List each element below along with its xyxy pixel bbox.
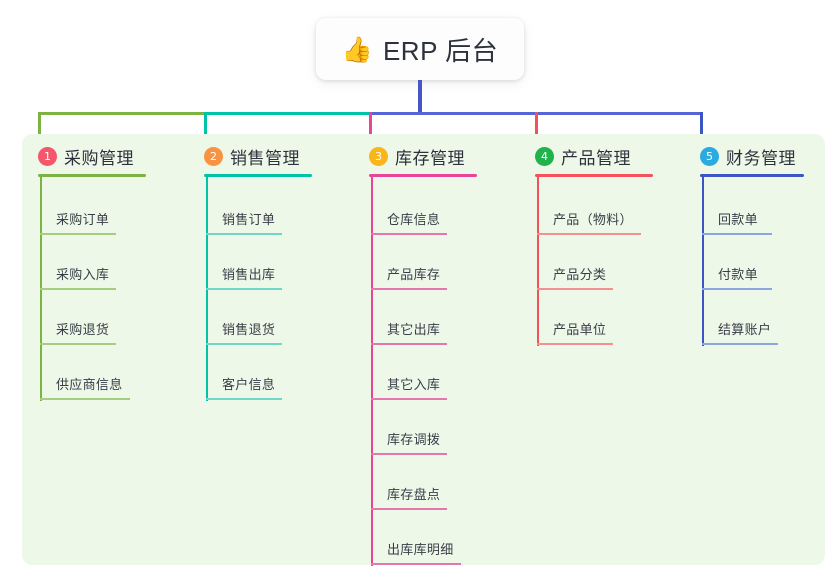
bus-segment-2	[204, 112, 371, 115]
leaf-item[interactable]: 出库库明细	[371, 510, 461, 565]
leaf-item[interactable]: 库存盘点	[371, 455, 447, 510]
leaf-item[interactable]: 回款单	[702, 180, 772, 235]
branch-title: 财务管理	[726, 149, 796, 168]
leaf-item-underline	[40, 288, 116, 290]
branch-header-4[interactable]: 4 产品管理	[535, 144, 631, 169]
branch-spine	[702, 177, 704, 346]
leaf-item-label: 库存调拨	[387, 432, 441, 447]
root-stem-line	[418, 80, 422, 115]
leaf-item[interactable]: 产品单位	[537, 290, 613, 345]
branch-header-2[interactable]: 2 销售管理	[204, 144, 300, 169]
leaf-item[interactable]: 其它入库	[371, 345, 447, 400]
leaf-item-label: 销售出库	[222, 267, 276, 282]
branches-panel: 1 采购管理采购订单采购入库采购退货供应商信息 2 销售管理销售订单销售出库销售退货客…	[22, 134, 825, 566]
bus-segment-1	[38, 112, 206, 115]
leaf-item-underline	[371, 453, 447, 455]
leaf-item-underline	[371, 233, 447, 235]
drop-line-5	[700, 112, 703, 142]
leaf-item-label: 出库库明细	[387, 542, 454, 557]
leaf-item-underline	[206, 288, 282, 290]
leaf-item[interactable]: 采购订单	[40, 180, 116, 235]
leaf-item[interactable]: 其它出库	[371, 290, 447, 345]
leaf-item-underline	[371, 398, 447, 400]
leaf-item-label: 产品库存	[387, 267, 441, 282]
branch-number-badge: 1	[38, 147, 57, 166]
leaf-item-underline	[537, 343, 613, 345]
leaf-item-label: 库存盘点	[387, 487, 441, 502]
branch-number-badge: 4	[535, 147, 554, 166]
leaf-item-label: 其它入库	[387, 377, 441, 392]
leaf-item[interactable]: 采购退货	[40, 290, 116, 345]
leaf-item[interactable]: 销售出库	[206, 235, 282, 290]
branch-number-badge: 3	[369, 147, 388, 166]
leaf-item-label: 仓库信息	[387, 212, 441, 227]
branch-underline	[369, 174, 477, 177]
leaf-item[interactable]: 产品（物料）	[537, 180, 641, 235]
leaf-item-underline	[371, 288, 447, 290]
leaf-item-underline	[371, 563, 461, 565]
branch-title: 采购管理	[64, 149, 134, 168]
leaf-item[interactable]: 采购入库	[40, 235, 116, 290]
leaf-item-label: 回款单	[718, 212, 758, 227]
leaf-item[interactable]: 产品分类	[537, 235, 613, 290]
branch-header-5[interactable]: 5 财务管理	[700, 144, 796, 169]
leaf-item-label: 销售订单	[222, 212, 276, 227]
leaf-item-label: 客户信息	[222, 377, 276, 392]
leaf-item[interactable]: 销售订单	[206, 180, 282, 235]
leaf-item-label: 采购入库	[56, 267, 110, 282]
branch-title: 库存管理	[395, 149, 465, 168]
leaf-item[interactable]: 结算账户	[702, 290, 778, 345]
branch-number-badge: 5	[700, 147, 719, 166]
branch-spine	[537, 177, 539, 346]
leaf-item-label: 销售退货	[222, 322, 276, 337]
thumbs-up-icon: 👍	[341, 34, 373, 64]
drop-line-3	[369, 112, 372, 142]
leaf-item-underline	[40, 233, 116, 235]
branch-underline	[700, 174, 804, 177]
leaf-item-label: 产品（物料）	[553, 212, 633, 227]
leaf-item-underline	[702, 343, 778, 345]
leaf-item-underline	[702, 288, 772, 290]
leaf-item-underline	[537, 233, 641, 235]
root-node[interactable]: 👍 ERP 后台	[316, 18, 524, 80]
leaf-item-label: 产品单位	[553, 322, 607, 337]
branch-title: 销售管理	[230, 149, 300, 168]
leaf-item-underline	[702, 233, 772, 235]
drop-line-1	[38, 112, 41, 142]
leaf-item-label: 采购退货	[56, 322, 110, 337]
branch-title: 产品管理	[561, 149, 631, 168]
root-title: ERP 后台	[382, 35, 499, 66]
branch-spine	[371, 177, 373, 566]
leaf-item-label: 其它出库	[387, 322, 441, 337]
leaf-item[interactable]: 产品库存	[371, 235, 447, 290]
drop-line-4	[535, 112, 538, 142]
branch-underline	[535, 174, 653, 177]
leaf-item[interactable]: 仓库信息	[371, 180, 447, 235]
leaf-item-label: 采购订单	[56, 212, 110, 227]
leaf-item-underline	[371, 343, 447, 345]
branch-header-1[interactable]: 1 采购管理	[38, 144, 134, 169]
leaf-item[interactable]: 销售退货	[206, 290, 282, 345]
leaf-item-label: 产品分类	[553, 267, 607, 282]
branch-underline	[38, 174, 146, 177]
leaf-item[interactable]: 供应商信息	[40, 345, 130, 400]
drop-line-2	[204, 112, 207, 142]
leaf-item-label: 结算账户	[718, 322, 772, 337]
leaf-item[interactable]: 付款单	[702, 235, 772, 290]
leaf-item-underline	[537, 288, 613, 290]
leaf-item-underline	[40, 398, 130, 400]
leaf-item[interactable]: 库存调拨	[371, 400, 447, 455]
leaf-item-underline	[40, 343, 116, 345]
leaf-item-underline	[206, 343, 282, 345]
leaf-item-label: 付款单	[718, 267, 758, 282]
leaf-item-underline	[371, 508, 447, 510]
leaf-item-label: 供应商信息	[56, 377, 123, 392]
leaf-item[interactable]: 客户信息	[206, 345, 282, 400]
branch-underline	[204, 174, 312, 177]
leaf-item-underline	[206, 233, 282, 235]
leaf-item-underline	[206, 398, 282, 400]
branch-header-3[interactable]: 3 库存管理	[369, 144, 465, 169]
branch-number-badge: 2	[204, 147, 223, 166]
